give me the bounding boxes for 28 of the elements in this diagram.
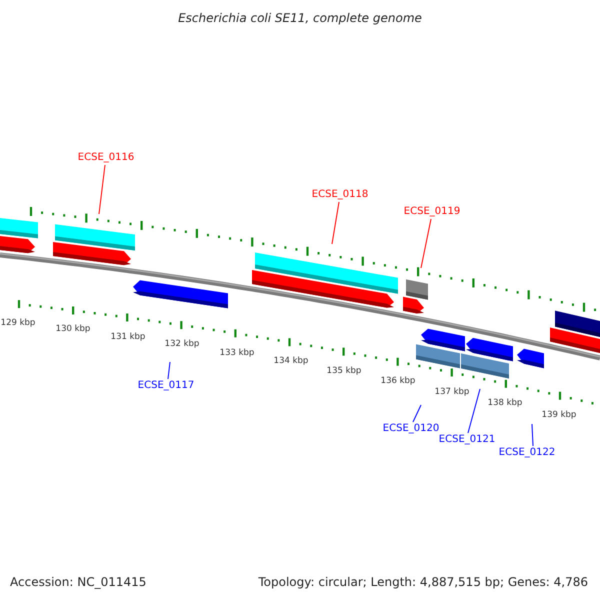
scale-label: 129 kbp — [0, 318, 36, 329]
gene-label: ECSE_0122 — [498, 446, 556, 460]
scale-label: 139 kbp — [542, 410, 576, 421]
leader-line — [420, 218, 432, 268]
scale-label: 135 kbp — [326, 366, 362, 377]
leader-line — [468, 388, 480, 434]
scale-label: 133 kbp — [220, 348, 254, 359]
scale-label: 132 kbp — [164, 339, 200, 350]
gene-label: ECSE_0118 — [312, 188, 368, 202]
leader-line — [532, 424, 534, 446]
scale-label: 131 kbp — [110, 332, 146, 343]
gene-label: ECSE_0121 — [438, 433, 496, 447]
scale-label: 136 kbp — [380, 376, 416, 387]
chart-title: Escherichia coli SE11, complete genome — [178, 10, 422, 26]
gene-label: ECSE_0119 — [404, 205, 460, 219]
gene-label: ECSE_0120 — [382, 422, 440, 436]
gene-label: ECSE_0116 — [78, 151, 134, 165]
scale-label: 130 kbp — [56, 324, 90, 336]
footer-text: Accession: NC_011415 — [10, 574, 146, 590]
leader-line — [412, 404, 422, 422]
leader-line — [98, 164, 106, 214]
leader-line — [332, 202, 340, 244]
scale-label: 137 kbp — [434, 386, 470, 398]
scale-label: 138 kbp — [488, 398, 522, 409]
gene-label: ECSE_0117 — [138, 379, 194, 393]
footer-text: Topology: circular; Length: 4,887,515 bp; Genes: 4,786 — [258, 574, 588, 590]
scale-label: 134 kbp — [274, 356, 308, 368]
leader-line — [168, 362, 170, 380]
